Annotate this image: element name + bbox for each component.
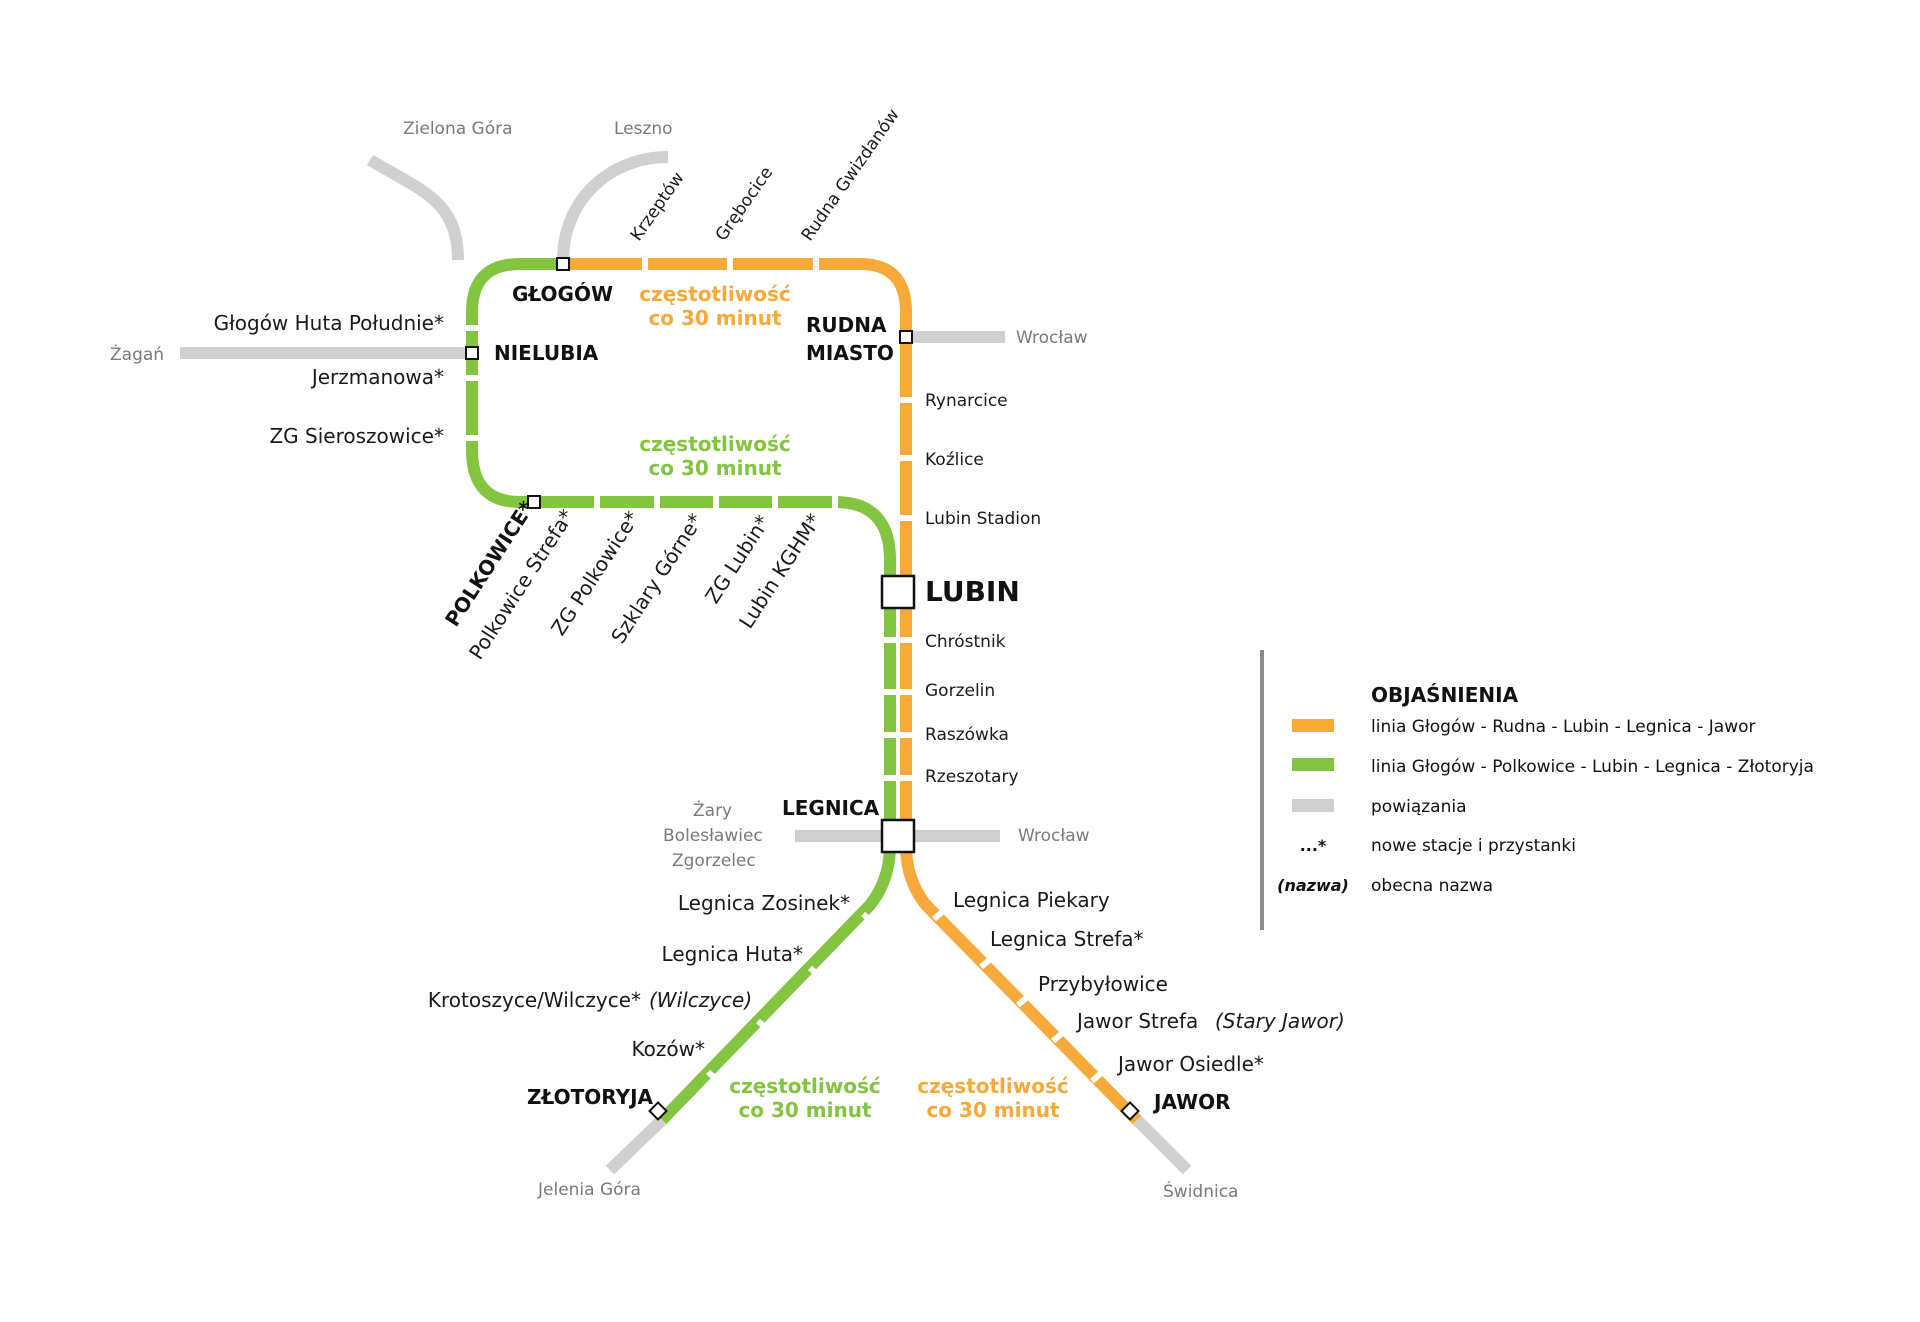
connection-zielona-gora — [366, 154, 464, 261]
legend-swatch-grey — [1292, 799, 1334, 812]
station-rzeszotary: Rzeszotary — [925, 767, 1019, 787]
marker-legnica — [880, 818, 916, 854]
connection-swidnica — [1132, 1115, 1192, 1175]
svg-text:co 30 minut: co 30 minut — [648, 306, 782, 330]
legend-label-grey: powiązania — [1371, 797, 1467, 817]
station-legnica-huta: Legnica Huta* — [662, 942, 803, 966]
station-raszowka: Raszówka — [925, 725, 1009, 745]
legend-symbol-current: (nazwa) — [1277, 876, 1349, 895]
hub-zlotoryja: ZŁOTORYJA — [527, 1085, 654, 1109]
marker-rudna — [899, 330, 913, 344]
station-zg-sieroszowice: ZG Sieroszowice* — [269, 424, 444, 448]
station-rynarcice: Rynarcice — [925, 391, 1008, 411]
legend-label-green: linia Głogów - Polkowice - Lubin - Legni… — [1371, 757, 1814, 777]
hub-nielubia: NIELUBIA — [494, 341, 599, 365]
station-kozow: Kozów* — [632, 1037, 705, 1061]
label-zgorzelec: Zgorzelec — [672, 851, 756, 871]
hub-lubin: LUBIN — [925, 575, 1020, 608]
station-ticks — [463, 255, 1108, 1087]
station-jawor-strefa-old: (Stary Jawor) — [1215, 1009, 1345, 1033]
hub-glogow: GŁOGÓW — [512, 282, 613, 306]
legend-title: OBJAŚNIENIA — [1371, 683, 1519, 707]
station-jawor-strefa: Jawor Strefa — [1075, 1009, 1198, 1033]
legend-swatch-green — [1292, 758, 1334, 771]
marker-nielubia — [465, 346, 479, 360]
legend-symbol-new: ...* — [1300, 836, 1327, 855]
station-rudna-gwizdanow: Rudna Gwizdanów — [798, 105, 904, 245]
orange-line — [563, 258, 1142, 1125]
marker-glogow — [556, 257, 570, 271]
label-zary: Żary — [693, 800, 732, 821]
station-krotoszyce: Krotoszyce/Wilczyce* — [428, 988, 641, 1012]
marker-zlotoryja — [648, 1101, 668, 1121]
svg-text:częstotliwość: częstotliwość — [729, 1074, 881, 1098]
station-krotoszyce-old: (Wilczyce) — [649, 988, 752, 1012]
marker-lubin — [880, 574, 916, 610]
legend-label-current: obecna nazwa — [1371, 876, 1493, 896]
connection-lines — [180, 151, 1192, 1175]
hub-legnica: LEGNICA — [782, 796, 880, 820]
svg-text:częstotliwość: częstotliwość — [639, 432, 791, 456]
legend-label-orange: linia Głogów - Rudna - Lubin - Legnica -… — [1371, 717, 1755, 737]
station-kozlice: Koźlice — [925, 450, 984, 470]
station-jawor-osiedle: Jawor Osiedle* — [1116, 1052, 1264, 1076]
hub-rudna-miasto: MIASTO — [806, 341, 894, 365]
svg-text:co 30 minut: co 30 minut — [926, 1098, 1060, 1122]
hub-rudna: RUDNA — [806, 313, 887, 337]
legend: OBJAŚNIENIA linia Głogów - Rudna - Lubin… — [1260, 650, 1814, 930]
station-markers — [465, 257, 1140, 1121]
legend-label-new: nowe stacje i przystanki — [1371, 836, 1576, 856]
station-przybylowice: Przybyłowice — [1038, 972, 1168, 996]
connection-jelenia-gora — [605, 1115, 667, 1175]
station-chrostnik: Chróstnik — [925, 632, 1006, 652]
station-legnica-zosinek: Legnica Zosinek* — [678, 891, 850, 915]
label-wroclaw-legnica: Wrocław — [1018, 826, 1090, 846]
station-jerzmanowa: Jerzmanowa* — [310, 365, 444, 389]
frequency-note-green-middle: częstotliwość co 30 minut — [639, 432, 791, 480]
marker-polkowice — [527, 495, 541, 509]
green-line — [466, 258, 896, 1125]
station-legnica-strefa: Legnica Strefa* — [990, 927, 1144, 951]
svg-text:co 30 minut: co 30 minut — [738, 1098, 872, 1122]
label-leszno: Leszno — [614, 119, 673, 139]
label-wroclaw-rudna: Wrocław — [1016, 328, 1088, 348]
svg-text:częstotliwość: częstotliwość — [639, 282, 791, 306]
label-zielona-gora: Zielona Góra — [403, 119, 513, 139]
station-legnica-piekary: Legnica Piekary — [953, 888, 1110, 912]
label-jelenia-gora: Jelenia Góra — [537, 1180, 641, 1200]
svg-text:częstotliwość: częstotliwość — [917, 1074, 1069, 1098]
label-zagan: Żagań — [110, 344, 164, 365]
frequency-note-top-orange: częstotliwość co 30 minut — [639, 282, 791, 330]
hub-jawor: JAWOR — [1152, 1090, 1230, 1114]
station-grebocice: Grębocice — [712, 163, 778, 245]
station-glogow-huta: Głogów Huta Południe* — [214, 311, 444, 335]
station-gorzelin: Gorzelin — [925, 681, 995, 701]
connection-leszno — [557, 151, 669, 261]
marker-jawor — [1120, 1101, 1140, 1121]
station-lubin-stadion: Lubin Stadion — [925, 509, 1041, 529]
station-krzeptow: Krzeptów — [627, 168, 689, 244]
svg-text:co 30 minut: co 30 minut — [648, 456, 782, 480]
frequency-note-orange-bottom: częstotliwość co 30 minut — [917, 1074, 1069, 1122]
legend-swatch-orange — [1292, 719, 1334, 732]
label-swidnica: Świdnica — [1163, 1180, 1238, 1202]
frequency-note-green-bottom: częstotliwość co 30 minut — [729, 1074, 881, 1122]
label-boleslawiec: Bolesławiec — [663, 826, 763, 846]
